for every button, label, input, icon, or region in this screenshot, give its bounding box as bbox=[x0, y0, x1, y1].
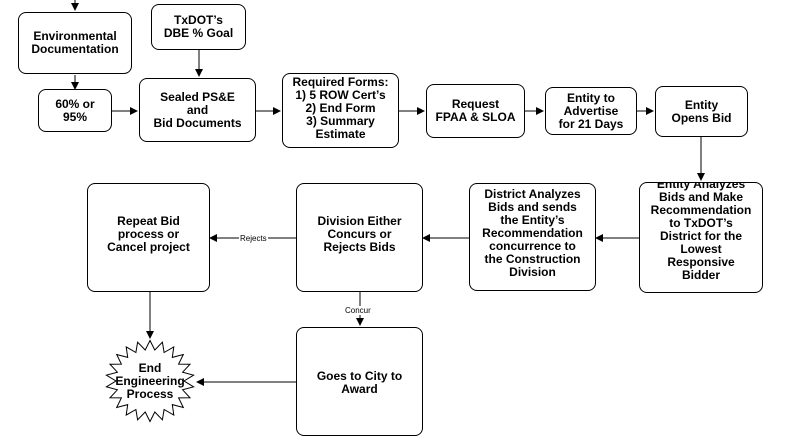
repeat-bid-box: Repeat Bid process or Cancel project bbox=[87, 183, 210, 292]
box-line: 3) Summary bbox=[306, 114, 375, 128]
box-line: Advertise bbox=[563, 103, 619, 118]
box-line: Entity to bbox=[567, 90, 615, 105]
box-line: Entity bbox=[684, 97, 719, 112]
entity-analyzes-box: Entity Analyzes Bids and Make Recommenda… bbox=[639, 182, 763, 293]
box-line: the Construction bbox=[484, 252, 581, 266]
box-line: Bid Documents bbox=[153, 115, 242, 130]
box-line: Bidder bbox=[681, 268, 720, 282]
box-line: Lowest bbox=[680, 242, 722, 256]
box-line: Documentation bbox=[31, 42, 119, 56]
box-line: 2) End Form bbox=[305, 101, 376, 115]
box-line: Estimate bbox=[315, 127, 366, 141]
box-line: District Analyzes bbox=[484, 187, 581, 201]
box-line: Repeat Bid bbox=[117, 214, 180, 228]
box-line: District for the bbox=[659, 229, 742, 243]
box-line: the Entity’s bbox=[500, 213, 565, 227]
box-line: Division Either bbox=[317, 214, 402, 228]
box-line: Division bbox=[509, 265, 556, 279]
box-line: process or bbox=[117, 227, 180, 241]
division-decision-box: Division Either Concurs or Rejects Bids bbox=[296, 183, 423, 292]
district-analyzes-box: District Analyzes Bids and sends the Ent… bbox=[469, 183, 596, 291]
box-line: Request bbox=[451, 97, 500, 111]
box-line: Bids and sends bbox=[488, 200, 577, 214]
box-line: Entity Analyzes bbox=[656, 182, 746, 191]
box-line: to TxDOT’s bbox=[669, 216, 733, 230]
box-line: 95% bbox=[62, 109, 88, 124]
box-line: Engineering bbox=[115, 373, 185, 388]
box-line: Opens Bid bbox=[671, 110, 732, 125]
box-line: Sealed PS&E bbox=[160, 89, 235, 104]
box-line: End bbox=[138, 360, 162, 375]
dbe-goal-box: TxDOT’s DBE % Goal bbox=[151, 4, 246, 50]
box-line: Cancel project bbox=[107, 240, 190, 254]
box-line: Award bbox=[341, 382, 378, 396]
box-line: Recommendation bbox=[482, 226, 583, 240]
end-process-label: End Engineering Process bbox=[106, 355, 194, 407]
box-line: Environmental bbox=[33, 29, 117, 43]
entity-opens-bid-box: Entity Opens Bid bbox=[655, 86, 748, 137]
required-forms-box: Required Forms: 1) 5 ROW Cert’s 2) End F… bbox=[282, 73, 399, 148]
rejects-edge-label: Rejects bbox=[239, 234, 268, 243]
request-fpaa-box: Request FPAA & SLOA bbox=[426, 84, 525, 138]
box-line: 60% or bbox=[55, 96, 95, 111]
box-line: Required Forms: bbox=[292, 75, 389, 89]
box-line: and bbox=[186, 102, 209, 117]
box-line: Responsive bbox=[667, 255, 735, 269]
box-line: Rejects Bids bbox=[323, 240, 396, 254]
box-line: concurrence to bbox=[489, 239, 576, 253]
box-line: Goes to City to bbox=[316, 369, 403, 383]
box-line: Recommendation bbox=[650, 203, 752, 217]
entity-advertise-box: Entity to Advertise for 21 Days bbox=[545, 87, 637, 135]
box-line: Process bbox=[126, 386, 174, 401]
city-award-box: Goes to City to Award bbox=[296, 327, 423, 436]
end-process-starburst bbox=[105, 339, 195, 423]
box-line: DBE % Goal bbox=[163, 26, 234, 40]
box-line: Concurs or bbox=[327, 227, 392, 241]
percent-box: 60% or 95% bbox=[38, 89, 112, 132]
box-line: Bids and Make bbox=[658, 190, 744, 204]
box-line: TxDOT’s bbox=[174, 13, 223, 27]
environmental-documentation-box: Environmental Documentation bbox=[18, 12, 132, 74]
concur-edge-label: Concur bbox=[344, 306, 372, 315]
sealed-pse-box: Sealed PS&E and Bid Documents bbox=[139, 78, 256, 142]
box-line: 1) 5 ROW Cert’s bbox=[295, 88, 386, 102]
box-line: for 21 Days bbox=[558, 116, 624, 131]
box-line: FPAA & SLOA bbox=[435, 110, 516, 124]
